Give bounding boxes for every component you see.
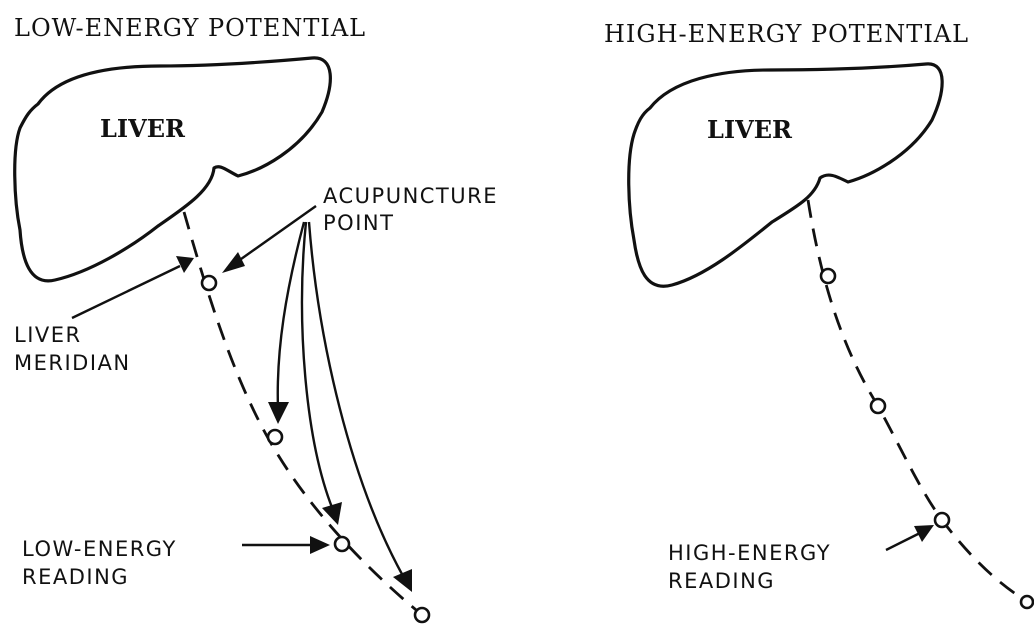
low-energy-panel: LOW-ENERGY POTENTIAL LIVER ACUPUNCTURE P… bbox=[14, 14, 498, 622]
arrow-to-point-4 bbox=[309, 222, 403, 576]
acupuncture-point-label: ACUPUNCTURE POINT bbox=[323, 184, 498, 235]
liver-meridian-label: LIVER MERIDIAN bbox=[14, 256, 194, 375]
liver-outline-left bbox=[15, 58, 331, 281]
acupuncture-label-line-1: ACUPUNCTURE bbox=[323, 184, 498, 208]
acupuncture-point-right-2 bbox=[871, 399, 885, 413]
meridian-label-line-2: MERIDIAN bbox=[14, 351, 131, 375]
acupuncture-point-left-4 bbox=[415, 608, 429, 622]
arrow-to-high-reading bbox=[886, 533, 920, 550]
liver-meridian-right bbox=[808, 200, 1028, 602]
meridian-label-line-1: LIVER bbox=[14, 323, 82, 347]
high-energy-heading: HIGH-ENERGY POTENTIAL bbox=[604, 20, 969, 48]
arrowhead-point-1 bbox=[222, 252, 245, 273]
acupuncture-point-left-1 bbox=[202, 276, 216, 290]
low-reading-line-1: LOW-ENERGY bbox=[22, 537, 177, 561]
high-reading-line-2: READING bbox=[668, 569, 775, 593]
acupuncture-point-right-1 bbox=[821, 269, 835, 283]
arrowhead-meridian bbox=[176, 256, 194, 273]
liver-outline-right bbox=[629, 64, 942, 286]
high-energy-reading-label: HIGH-ENERGY READING bbox=[668, 525, 934, 593]
arrowhead-point-2 bbox=[268, 402, 289, 424]
high-energy-panel: HIGH-ENERGY POTENTIAL LIVER HIGH-ENERGY … bbox=[604, 20, 1033, 608]
high-reading-line-1: HIGH-ENERGY bbox=[668, 541, 831, 565]
low-energy-reading-label: LOW-ENERGY READING bbox=[22, 536, 330, 589]
acupuncture-point-right-4 bbox=[1021, 596, 1033, 608]
low-reading-line-2: READING bbox=[22, 565, 129, 589]
arrowhead-low-reading bbox=[310, 536, 330, 554]
arrow-to-point-2 bbox=[278, 222, 304, 408]
arrowhead-point-4 bbox=[393, 569, 412, 592]
acupuncture-point-right-3 bbox=[935, 513, 949, 527]
arrow-to-meridian bbox=[72, 266, 180, 318]
acupuncture-point-left-2 bbox=[268, 430, 282, 444]
arrowhead-point-3 bbox=[322, 502, 342, 525]
acupuncture-arrows bbox=[222, 206, 412, 592]
acupuncture-point-left-3 bbox=[335, 537, 349, 551]
liver-label-left: LIVER bbox=[100, 114, 186, 143]
low-energy-heading: LOW-ENERGY POTENTIAL bbox=[14, 14, 366, 42]
liver-label-right: LIVER bbox=[707, 115, 793, 144]
acupuncture-label-line-2: POINT bbox=[323, 211, 394, 235]
arrow-to-point-3 bbox=[302, 222, 333, 510]
